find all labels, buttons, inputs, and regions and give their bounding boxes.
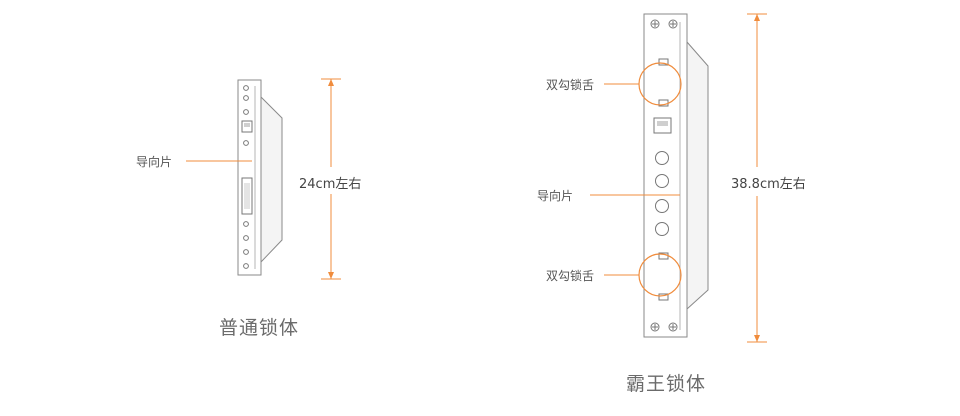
phillips-screw-icon	[650, 19, 660, 29]
heavy-lock-housing	[686, 40, 709, 311]
screw-icon	[243, 235, 249, 241]
left-guide-label: 导向片	[136, 155, 173, 169]
right-guide-label: 导向片	[537, 189, 574, 203]
left-dimension-line	[321, 78, 341, 280]
screw-icon	[243, 249, 249, 255]
right-top-hook-label: 双勾锁舌	[546, 78, 595, 92]
left-caption: 普通锁体	[219, 317, 300, 339]
right-caption: 霸王锁体	[626, 373, 707, 395]
screw-icon	[243, 140, 249, 146]
ordinary-lock-housing	[260, 95, 283, 264]
round-bolt	[655, 199, 669, 213]
round-bolt	[655, 174, 669, 188]
phillips-screw-icon	[650, 322, 660, 332]
right-dimension-label: 38.8cm左右	[731, 177, 806, 192]
round-bolt	[655, 151, 669, 165]
right-dimension-line	[747, 13, 767, 343]
phillips-screw-icon	[668, 19, 678, 29]
left-dimension-label: 24cm左右	[299, 177, 362, 192]
screw-icon	[243, 221, 249, 227]
screw-icon	[243, 263, 249, 269]
phillips-screw-icon	[668, 322, 678, 332]
screw-icon	[243, 109, 249, 115]
screw-icon	[243, 85, 249, 91]
ordinary-lock-body	[237, 79, 283, 276]
round-bolt	[655, 222, 669, 236]
screw-icon	[243, 95, 249, 101]
right-bottom-hook-label: 双勾锁舌	[546, 269, 595, 283]
